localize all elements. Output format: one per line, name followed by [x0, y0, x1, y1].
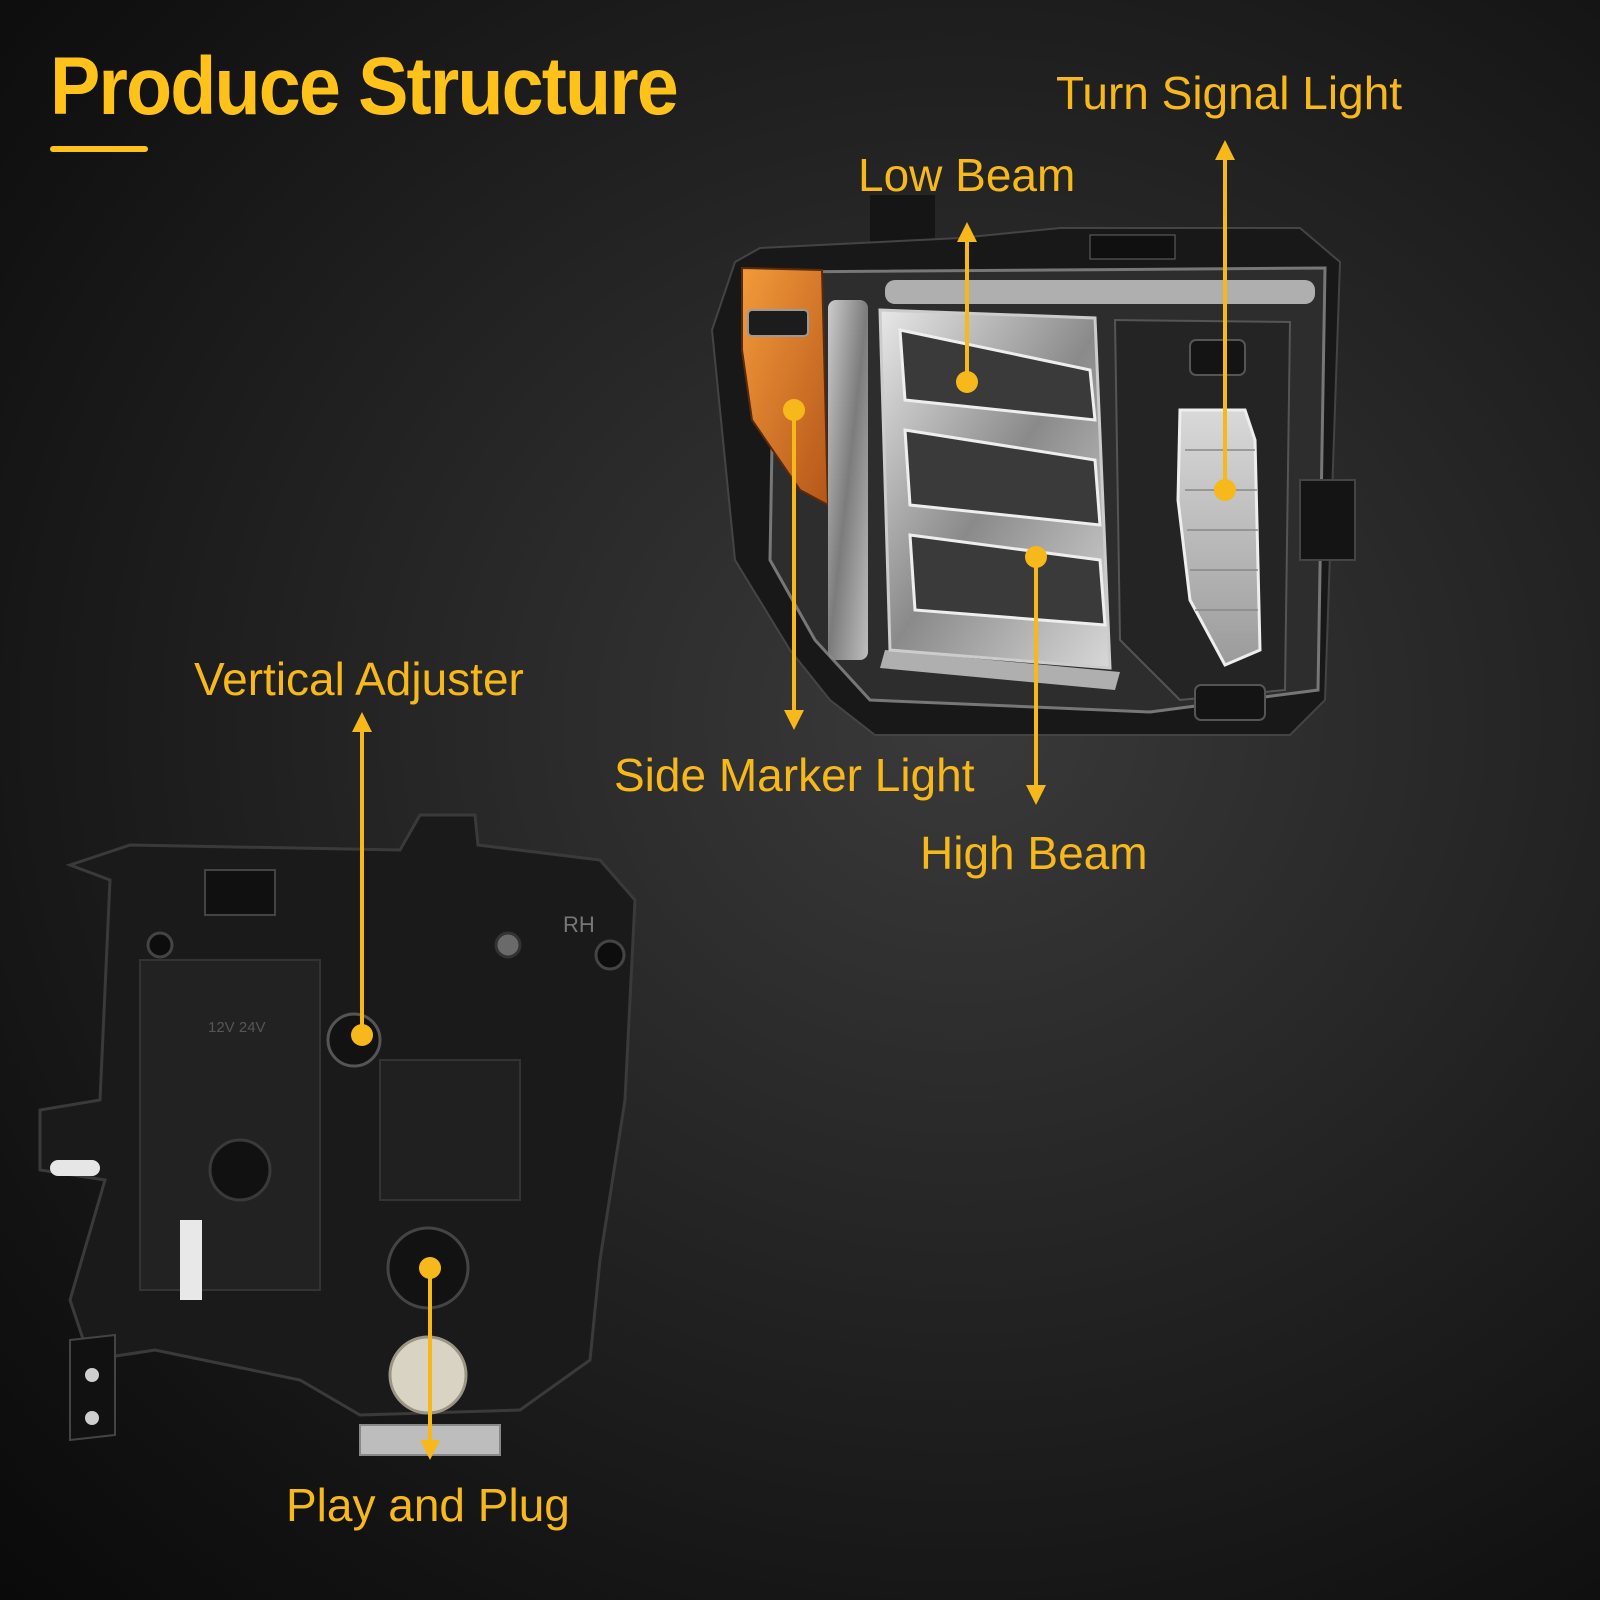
label-play-and-plug: Play and Plug: [286, 1479, 570, 1531]
callout-low-beam: [956, 222, 978, 393]
title-underline: [50, 146, 148, 152]
label-vertical-adjuster: Vertical Adjuster: [194, 653, 524, 705]
projector-module-upper: [898, 328, 1097, 422]
housing-voltage-mark: 12V 24V: [208, 1019, 266, 1036]
label-low-beam: Low Beam: [858, 149, 1076, 201]
callout-vertical-adjuster: [351, 712, 373, 1046]
page-title: Produce Structure: [50, 41, 679, 132]
label-high-beam: High Beam: [920, 827, 1148, 879]
rear-housing-image: RH 12V 24V: [38, 813, 637, 1456]
label-turn-signal-light: Turn Signal Light: [1056, 67, 1403, 119]
front-headlight-image: [710, 195, 1356, 736]
callout-side-marker: [783, 399, 805, 730]
callout-high-beam: [1025, 546, 1047, 805]
housing-side-mark: RH: [563, 912, 595, 937]
projector-module-middle: [903, 428, 1102, 527]
callout-play-plug: [419, 1257, 441, 1460]
callout-turn-signal: [1214, 140, 1236, 501]
label-side-marker-light: Side Marker Light: [614, 749, 975, 801]
